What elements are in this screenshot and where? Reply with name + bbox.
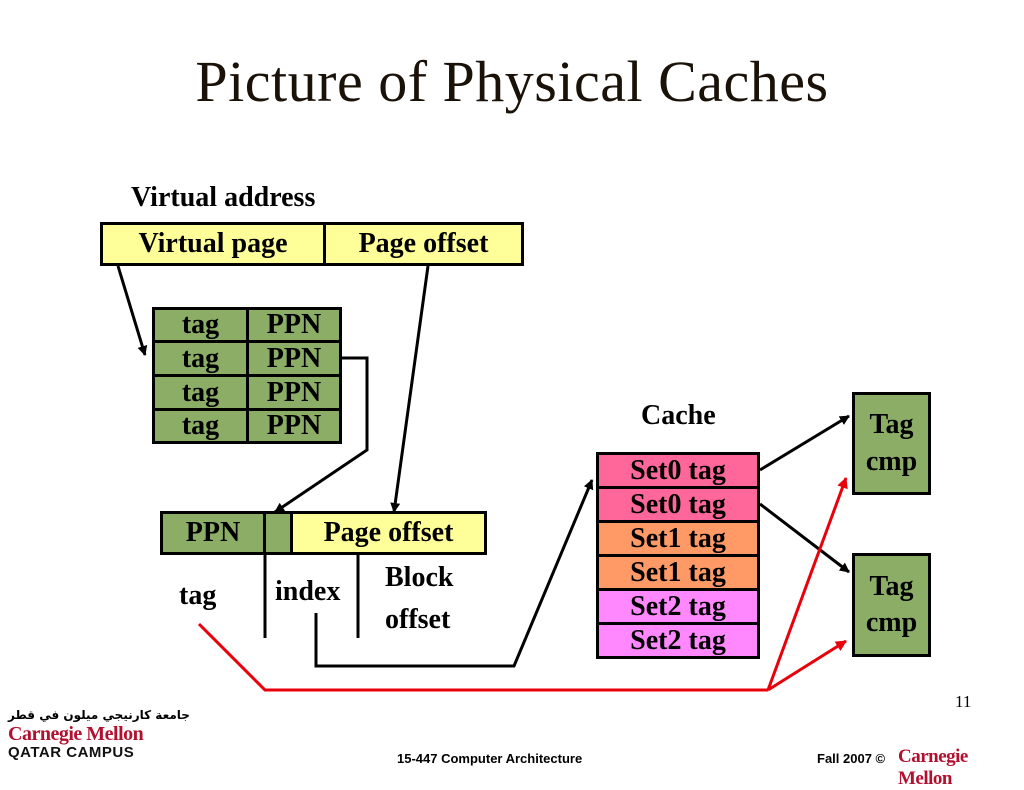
set0-to-cmp1-arrow bbox=[759, 414, 850, 472]
pa-ppn-field: PPN bbox=[160, 511, 266, 555]
virtual-page-field: Virtual page bbox=[100, 222, 326, 266]
tag-to-cmp1-red-arrow bbox=[766, 477, 848, 691]
tag-cmp-line1: Tag bbox=[869, 409, 914, 441]
va-page-offset-field: Page offset bbox=[323, 222, 524, 266]
tlb-ppn-to-pa-arrow bbox=[274, 356, 369, 514]
pa-block-label: Block bbox=[385, 562, 454, 593]
cache-heading: Cache bbox=[641, 400, 716, 431]
virtual-address-heading: Virtual address bbox=[131, 182, 316, 213]
tag-to-cmp2-red-arrow bbox=[767, 639, 847, 692]
cache-row: Set0 tag bbox=[596, 486, 760, 523]
cache-row: Set2 tag bbox=[596, 588, 760, 625]
tlb-ppn-cell: PPN bbox=[246, 408, 342, 444]
pa-index-label: index bbox=[275, 576, 341, 607]
slide-number: 11 bbox=[955, 692, 972, 711]
tag-cmp-line1: Tag bbox=[869, 570, 914, 602]
tag-cmp-box-1: Tag cmp bbox=[852, 392, 931, 495]
arabic-logo-text: جامعة كارنيجي ميلون في قطر bbox=[8, 708, 190, 722]
cmu-brand-footer: Carnegie Mellon bbox=[898, 746, 968, 789]
pa-offset-label: offset bbox=[385, 604, 451, 635]
tag-cmp-line2: cmp bbox=[865, 445, 918, 477]
slide-title: Picture of Physical Caches bbox=[195, 49, 829, 114]
tlb-ppn-cell: PPN bbox=[246, 307, 342, 343]
tag-cmp-line2: cmp bbox=[865, 607, 918, 638]
tag-red-wire bbox=[197, 622, 768, 692]
tag-cmp-box-2: Tag cmp bbox=[852, 553, 931, 657]
pa-tag-label: tag bbox=[179, 580, 217, 611]
cache-row: Set1 tag bbox=[596, 554, 760, 591]
course-footer: 15-447 Computer Architecture bbox=[397, 751, 583, 766]
index-to-cache-arrow bbox=[314, 479, 594, 668]
cache-row: Set2 tag bbox=[596, 622, 760, 659]
virtual-page-to-tlb-arrow bbox=[116, 265, 148, 356]
cmu-logo-line2: QATAR CAMPUS bbox=[8, 744, 135, 761]
term-footer: Fall 2007 © bbox=[817, 751, 886, 766]
diagram-wires bbox=[116, 265, 850, 692]
set0-to-cmp2-arrow bbox=[759, 502, 850, 574]
page-offset-down-arrow bbox=[390, 265, 430, 513]
cmu-logo-line1: Carnegie Mellon bbox=[8, 723, 144, 745]
pa-page-offset-field: Page offset bbox=[290, 511, 487, 555]
